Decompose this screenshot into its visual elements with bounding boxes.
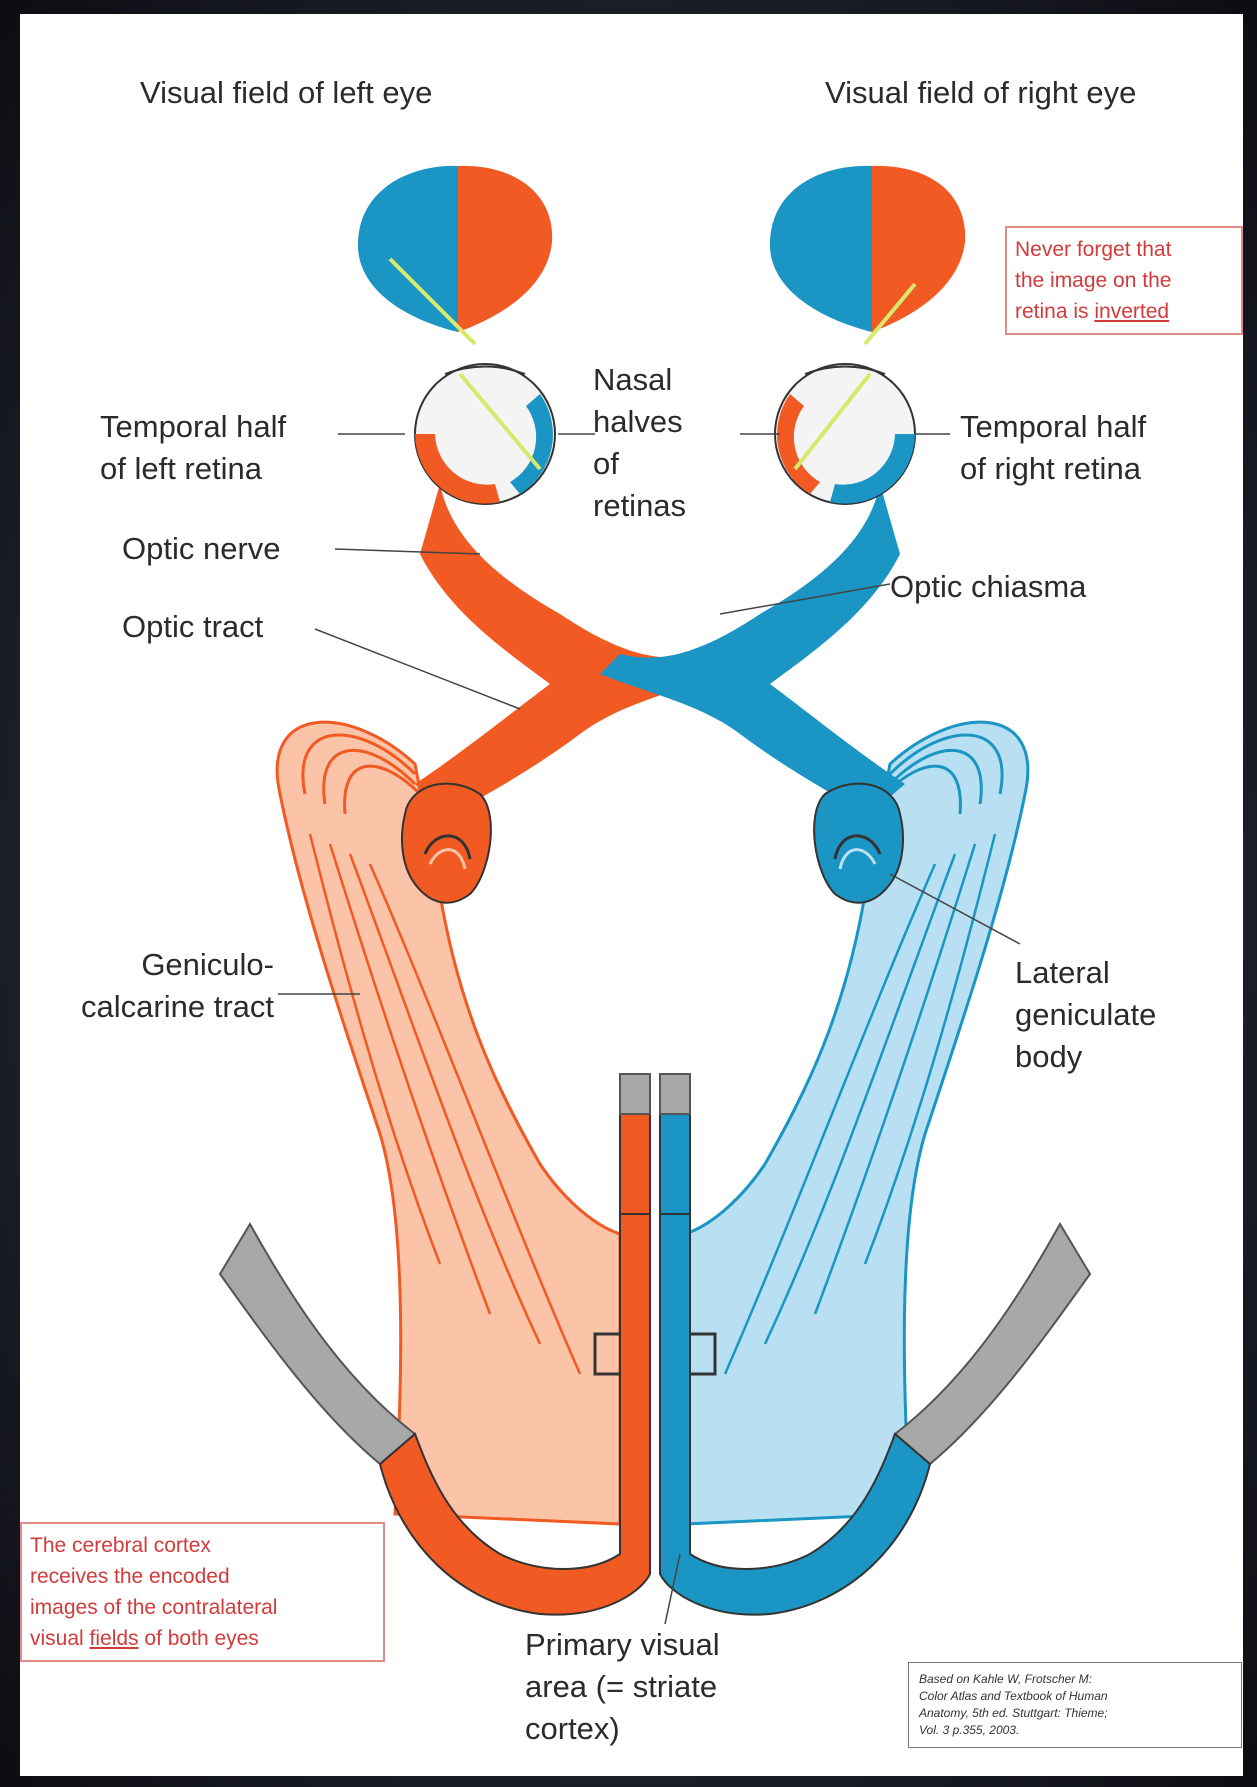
temporal-right-label: Temporal half of right retina — [960, 406, 1146, 490]
source-credit: Based on Kahle W, Frotscher M: Color Atl… — [908, 1662, 1242, 1748]
optic-tract-label: Optic tract — [122, 606, 263, 648]
temporal-left-label: Temporal half of left retina — [100, 406, 286, 490]
diagram-panel: Visual field of left eye Visual field of… — [20, 14, 1243, 1776]
left-optic-pathway — [415, 484, 720, 814]
right-optic-pathway — [600, 484, 905, 814]
right-visual-field — [770, 166, 965, 344]
left-visual-field-label: Visual field of left eye — [140, 72, 432, 114]
right-lateral-geniculate-body — [814, 784, 903, 903]
nasal-halves-label: Nasal halves of retinas — [593, 359, 686, 527]
right-eyeball — [775, 364, 915, 504]
cerebral-cortex-note: The cerebral cortex receives the encoded… — [20, 1522, 385, 1662]
optic-nerve-label: Optic nerve — [122, 528, 281, 570]
optic-chiasma-label: Optic chiasma — [890, 566, 1086, 608]
left-eyeball — [415, 364, 555, 504]
left-lateral-geniculate-body — [402, 784, 491, 903]
inverted-image-note: Never forget that the image on the retin… — [1005, 226, 1243, 335]
primary-visual-area-label: Primary visual area (= striate cortex) — [525, 1624, 720, 1750]
right-visual-field-label: Visual field of right eye — [825, 72, 1136, 114]
lateral-geniculate-label: Lateral geniculate body — [1015, 952, 1156, 1078]
left-visual-field — [358, 166, 552, 344]
geniculocalcarine-label: Geniculo- calcarine tract — [24, 944, 274, 1028]
